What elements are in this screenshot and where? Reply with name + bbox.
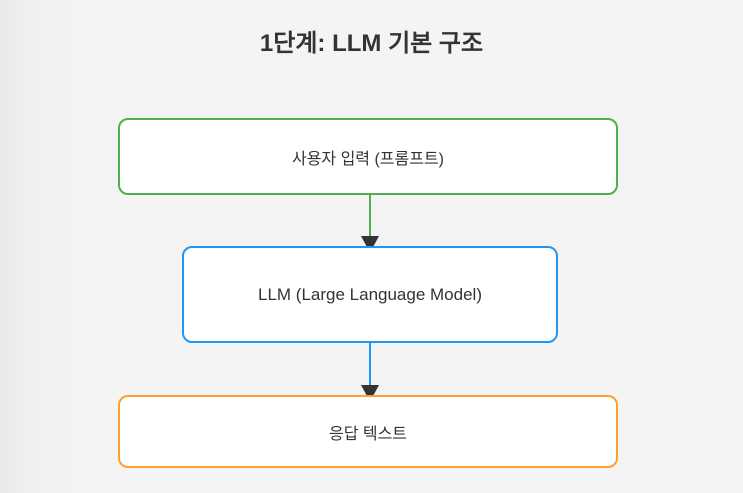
- node-llm-label: LLM (Large Language Model): [258, 284, 482, 304]
- diagram-title: 1단계: LLM 기본 구조: [259, 30, 484, 57]
- node-response-text: 응답 텍스트: [118, 395, 618, 468]
- node-user-input: 사용자 입력 (프롬프트): [118, 118, 618, 195]
- arrowhead-down-icon: [361, 236, 379, 246]
- node-llm: LLM (Large Language Model): [182, 246, 558, 343]
- node-user-input-label: 사용자 입력 (프롬프트): [291, 150, 445, 168]
- edge-input-to-llm: [368, 195, 371, 237]
- edge-llm-to-response: [368, 343, 371, 386]
- arrowhead-down-icon: [361, 385, 379, 395]
- node-response-text-label: 응답 텍스트: [328, 425, 408, 443]
